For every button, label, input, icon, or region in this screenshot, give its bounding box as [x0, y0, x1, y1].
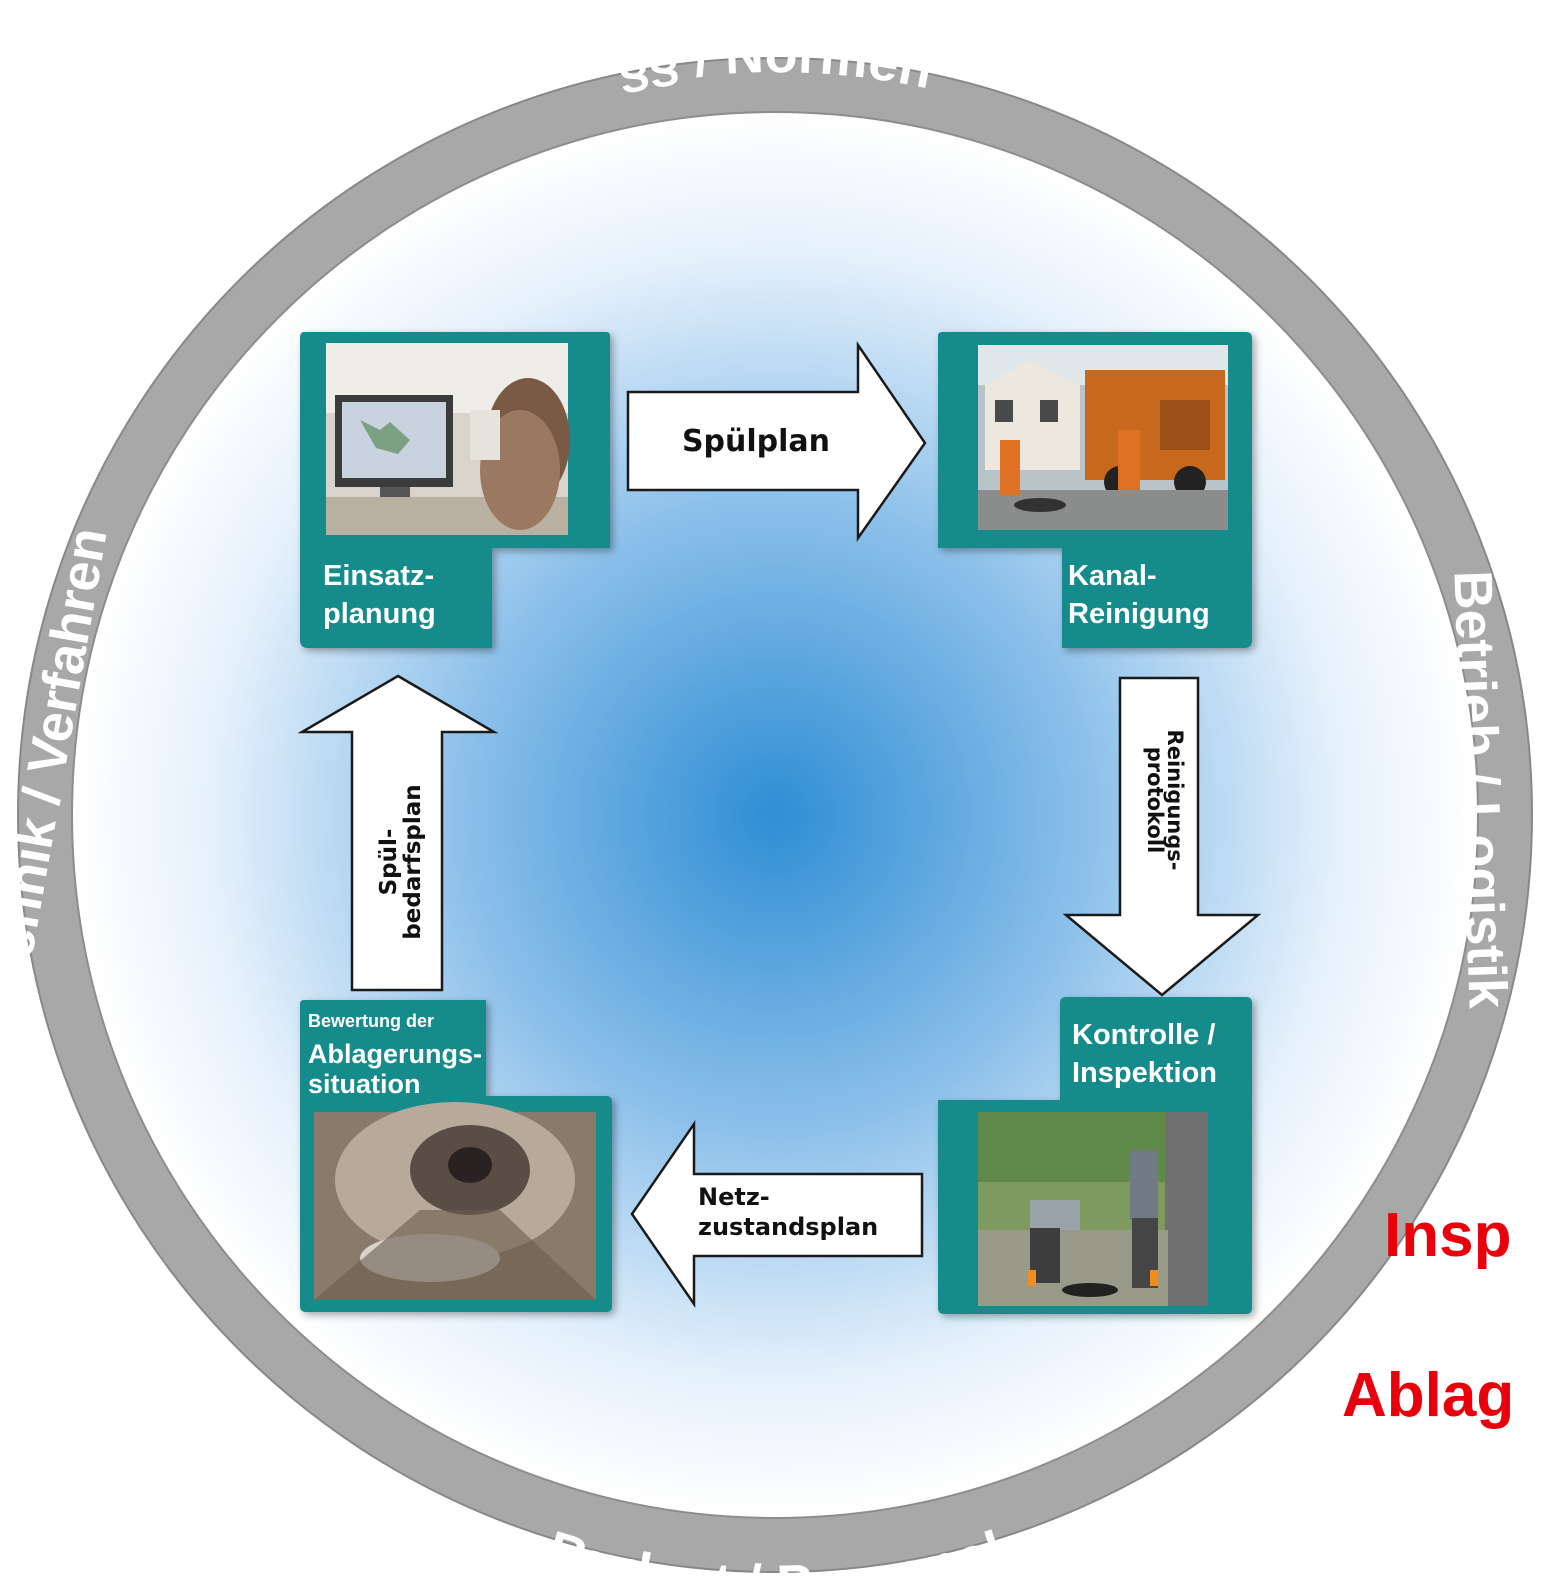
step-einsatzplanung-line1: Einsatz-: [323, 560, 434, 592]
arrow-spuelbedarfsplan: Spül- bedarfsplan: [297, 674, 499, 992]
arrow-spuelplan: Spülplan: [626, 340, 927, 542]
manhole-inspection-photo: [978, 1112, 1208, 1306]
step-kontrolle-line1: Kontrolle /: [1072, 1019, 1215, 1051]
inner-disc: [71, 111, 1479, 1519]
office-computer-photo: [326, 343, 570, 535]
step-kanalreinigung-line1: Kanal-: [1068, 560, 1157, 592]
sewer-pipe-interior-photo: [314, 1102, 596, 1300]
arrow-netzzustandsplan: Netz- zustandsplan: [630, 1119, 924, 1309]
step-bewertung-line3: situation: [308, 1069, 421, 1099]
arrow-reinigungsprotokoll-line2: protokoll: [1143, 747, 1167, 854]
arrow-spuelbedarfsplan-line2: bedarfsplan: [400, 784, 426, 939]
side-text-line1: Insp: [1384, 1201, 1511, 1270]
arrow-spuelbedarfsplan-line1: Spül-: [376, 829, 402, 896]
step-bewertung-line1: Bewertung der: [308, 1011, 434, 1031]
arrow-spuelplan-label: Spülplan: [682, 424, 830, 459]
arrow-reinigungsprotokoll: Reinigungs- protokoll: [1062, 676, 1262, 997]
cleaning-truck-photo: [978, 345, 1228, 530]
step-bewertung-line2: Ablagerungs-: [308, 1039, 482, 1069]
step-kontrolle-line2: Inspektion: [1072, 1057, 1217, 1089]
arrow-netzzustandsplan-line2: zustandsplan: [698, 1213, 878, 1241]
step-kanalreinigung: Kanal- Reinigung: [938, 332, 1252, 648]
step-kanalreinigung-line2: Reinigung: [1068, 598, 1210, 630]
step-einsatzplanung: Einsatz- planung: [300, 332, 610, 648]
step-kontrolle: Kontrolle / Inspektion: [938, 997, 1252, 1314]
step-bewertung: Bewertung der Ablagerungs- situation: [300, 1000, 612, 1312]
arrow-netzzustandsplan-line1: Netz-: [698, 1183, 770, 1211]
step-einsatzplanung-line2: planung: [323, 598, 436, 630]
side-text-line2: Ablag: [1342, 1361, 1514, 1430]
arrow-reinigungsprotokoll-line1: Reinigungs-: [1163, 730, 1187, 871]
